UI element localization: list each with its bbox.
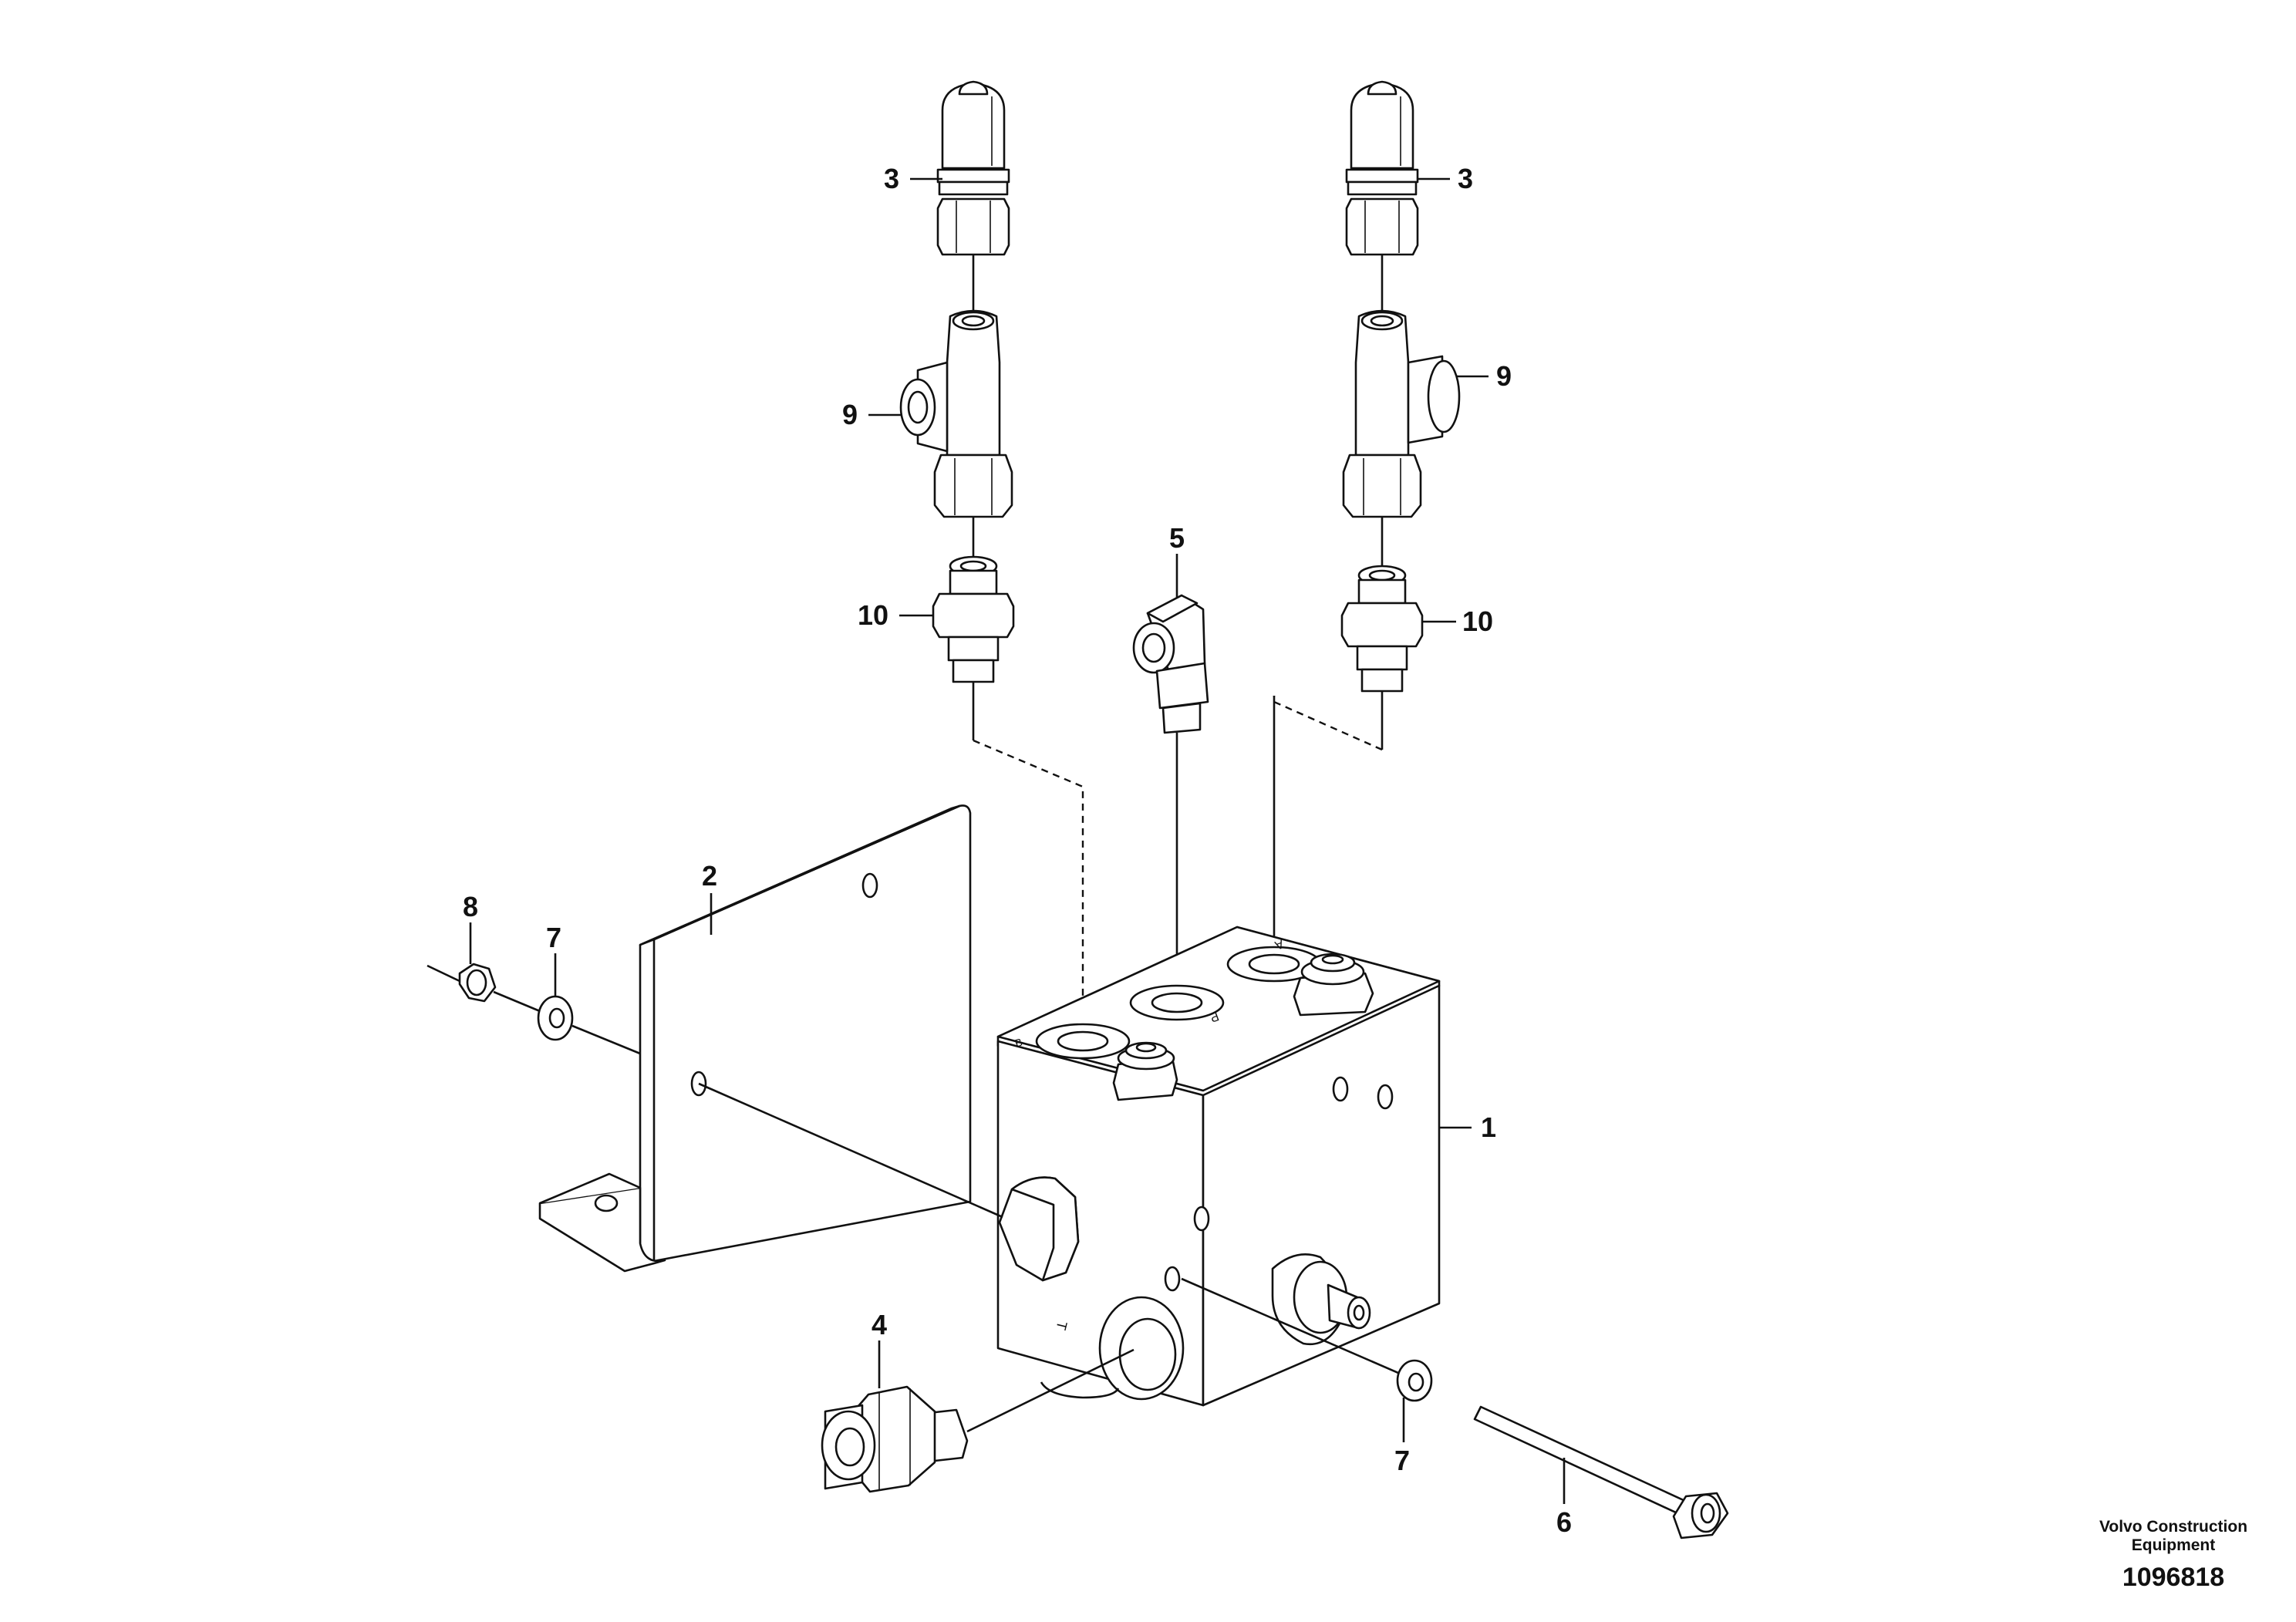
callout-10-right: 10 <box>1462 605 1493 637</box>
document-number: 1096818 <box>2122 1563 2224 1592</box>
brand-line-2: Equipment <box>2132 1536 2216 1554</box>
brand-line-1: Volvo Construction <box>2099 1518 2247 1536</box>
hex-nut <box>458 963 497 1003</box>
adapter-fitting-left <box>932 555 1015 683</box>
valve-block: B P A T <box>996 926 1441 1407</box>
tee-fitting-left <box>899 309 1013 518</box>
washer-right <box>1396 1359 1433 1402</box>
callout-6: 6 <box>1556 1506 1572 1538</box>
callout-7-right: 7 <box>1394 1445 1410 1476</box>
washer-left <box>537 995 574 1041</box>
callout-10-left: 10 <box>858 599 888 631</box>
mounting-bracket <box>538 804 972 1273</box>
adapter-fitting-right <box>1340 565 1424 693</box>
callout-1: 1 <box>1481 1111 1496 1143</box>
callout-5: 5 <box>1169 522 1185 554</box>
callout-4: 4 <box>872 1309 887 1340</box>
pressure-sensor-right <box>1345 80 1419 256</box>
callout-8: 8 <box>463 891 478 922</box>
tee-fitting-right <box>1342 309 1461 518</box>
straight-adapter <box>821 1385 969 1493</box>
callout-7-left: 7 <box>546 922 561 953</box>
cap-screw <box>1473 1405 1729 1539</box>
port-marking-t: T <box>1053 1320 1070 1332</box>
callout-9-left: 9 <box>842 399 858 430</box>
elbow-fitting <box>1132 594 1209 734</box>
pressure-sensor-left <box>936 80 1010 256</box>
callout-leaders <box>469 177 1566 1504</box>
callout-9-right: 9 <box>1496 360 1512 392</box>
callout-3-left: 3 <box>884 163 899 194</box>
callout-2: 2 <box>702 860 717 892</box>
callout-3-right: 3 <box>1458 163 1473 194</box>
